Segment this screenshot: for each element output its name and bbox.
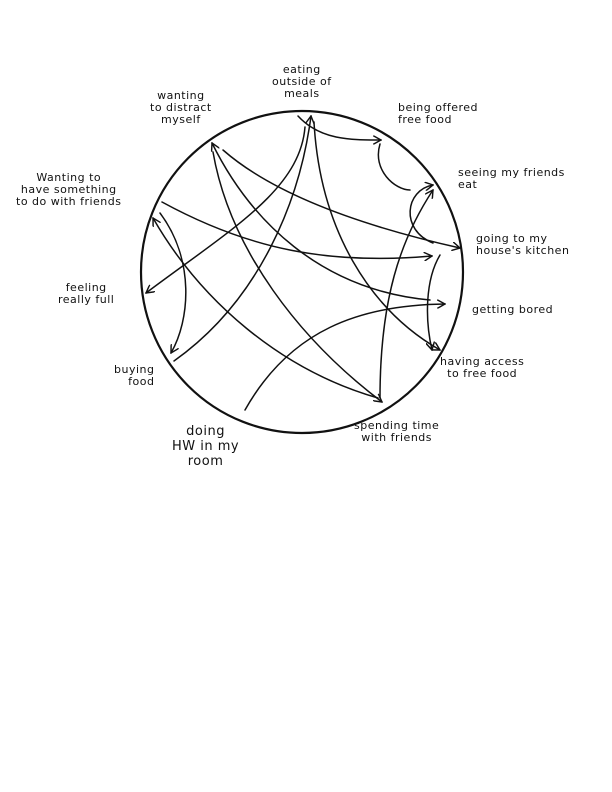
node-getting-bored: getting bored	[472, 304, 553, 316]
node-spending-time-friends: spending time with friends	[354, 420, 439, 444]
edge-spending-to-something	[152, 218, 379, 399]
circle-outline	[139, 109, 465, 435]
edge-eating-to-offered	[297, 115, 381, 140]
edge-kitchen-to-access	[427, 254, 441, 350]
label-line: having access	[440, 355, 525, 368]
node-eating-outside-meals: eating outside of meals	[272, 64, 332, 100]
node-being-offered-free-food: being offered free food	[398, 102, 478, 126]
node-wanting-something-with-friends: Wanting to have something to do with fri…	[16, 172, 122, 208]
label-line: myself	[161, 113, 201, 126]
label-line: eat	[458, 178, 478, 191]
node-seeing-friends-eat: seeing my friends eat	[458, 167, 565, 191]
label-line: house's kitchen	[476, 244, 570, 257]
label-line: Wanting to	[36, 171, 102, 184]
label-line: really full	[58, 293, 115, 306]
node-going-to-kitchen: going to my house's kitchen	[476, 233, 569, 257]
node-wanting-to-distract-myself: wanting to distract myself	[150, 90, 212, 126]
label-line: being offered	[398, 101, 479, 114]
label-line: eating	[282, 63, 321, 76]
label-line: HW in my	[172, 439, 240, 454]
edge-hw-to-bored	[244, 304, 445, 411]
label-line: to free food	[447, 367, 518, 380]
edge-distract-to-kitchen	[222, 149, 460, 248]
label-line: to distract	[150, 101, 212, 114]
label-line: food	[128, 375, 155, 388]
label-line: feeling	[65, 281, 107, 294]
edge-spending-to-seeing	[379, 190, 433, 399]
edge-distract-to-spending	[212, 151, 382, 402]
edge-something-to-kitchen	[161, 201, 432, 258]
edge-eating-to-access	[313, 121, 440, 351]
label-line: room	[187, 454, 224, 469]
label-line: going to my	[476, 232, 548, 245]
label-line: outside of	[272, 75, 332, 88]
node-buying-food: buying food	[114, 364, 154, 388]
label-line: seeing my friends	[458, 166, 565, 179]
node-having-access-free-food: having access to free food	[440, 356, 524, 380]
label-line: free food	[398, 113, 452, 126]
label-line: to do with friends	[16, 195, 122, 208]
label-line: with friends	[361, 431, 433, 444]
label-line: getting bored	[472, 303, 554, 316]
node-feeling-really-full: feeling really full	[58, 282, 114, 306]
label-line: meals	[284, 87, 320, 100]
label-line: doing	[186, 424, 225, 439]
label-line: spending time	[354, 419, 440, 432]
label-line: wanting	[157, 89, 205, 102]
edge-buying-to-eating	[173, 116, 311, 362]
edge-kitchen-to-seeing	[409, 185, 433, 244]
edge-something-to-buying	[159, 212, 187, 353]
label-line: buying	[114, 363, 155, 376]
edge-offered-to-seeing	[377, 143, 411, 191]
node-doing-hw-in-room: doing HW in my room	[172, 424, 239, 469]
label-line: have something	[20, 183, 117, 196]
